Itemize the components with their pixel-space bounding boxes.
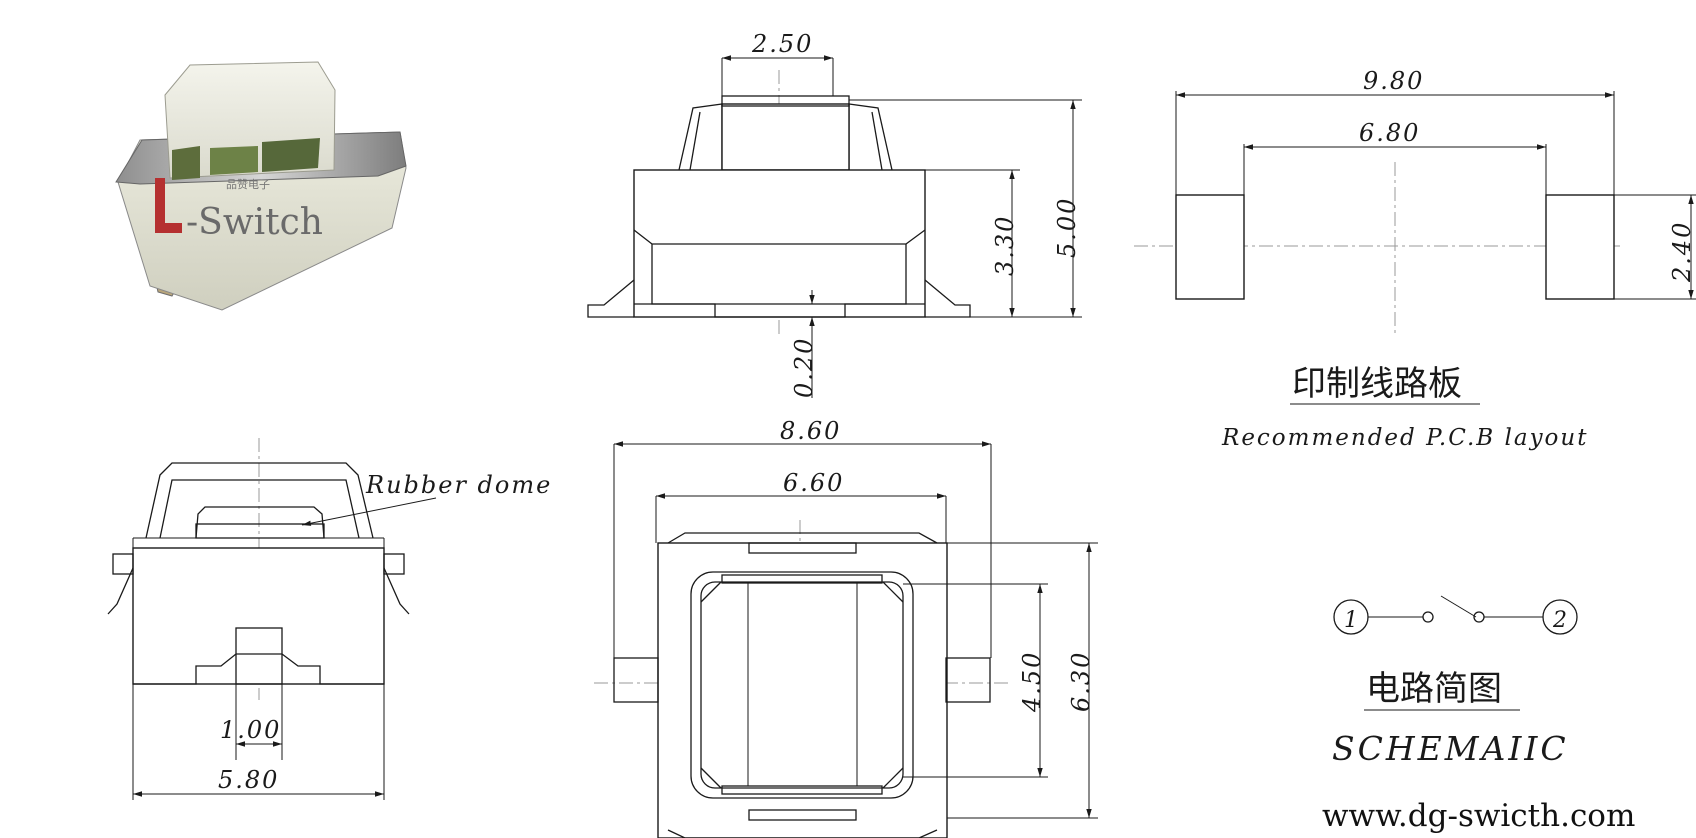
svg-text:5.00: 5.00 — [1053, 197, 1081, 258]
side-view — [107, 438, 437, 800]
footer-website: www.dg-swicth.com — [1322, 798, 1635, 834]
schematic-symbol — [1333, 595, 1578, 711]
top-view — [594, 441, 1098, 838]
pcb-dim-outer: 9.80 — [1363, 67, 1424, 95]
front-dim-right: 3.30 5.00 — [849, 99, 1082, 318]
top-dim-outer: 8.60 — [780, 417, 841, 445]
pcb-dim-inner: 6.80 — [1359, 119, 1420, 147]
front-dim-bottom: 0.20 — [790, 290, 845, 398]
pin-2-label: 2 — [1552, 608, 1567, 633]
front-view — [587, 70, 971, 335]
top-dim-outer-h: 6.30 — [1067, 651, 1095, 712]
front-dim-top: 2.50 — [721, 30, 834, 96]
svg-text:3.30: 3.30 — [991, 215, 1019, 276]
top-dim-inner-h: 4.50 — [1018, 651, 1046, 713]
top-dim-inner: 6.60 — [783, 469, 844, 497]
pin-1-label: 1 — [1344, 608, 1358, 633]
product-photo — [115, 61, 407, 311]
pcb-dim-pad: 2.40 — [1668, 221, 1696, 283]
pcb-layout — [1134, 91, 1696, 405]
svg-text:-Switch: -Switch — [186, 202, 323, 243]
schematic-title-cn: 电路简图 — [1366, 669, 1502, 709]
svg-text:品赞电子: 品赞电子 — [226, 178, 270, 191]
pcb-title-en: Recommended P.C.B layout — [1221, 425, 1588, 451]
side-dim-small: 1.00 — [220, 716, 281, 744]
svg-text:0.20: 0.20 — [790, 337, 818, 398]
svg-text:2.50: 2.50 — [751, 30, 813, 58]
side-dim-width: 5.80 — [218, 766, 279, 794]
schematic-title-en: SCHEMAIIC — [1332, 729, 1569, 768]
pcb-title-cn: 印制线路板 — [1292, 364, 1462, 404]
photo-watermark: 品赞电子 -Switch — [155, 178, 323, 243]
side-callout: Rubber dome — [365, 471, 552, 499]
